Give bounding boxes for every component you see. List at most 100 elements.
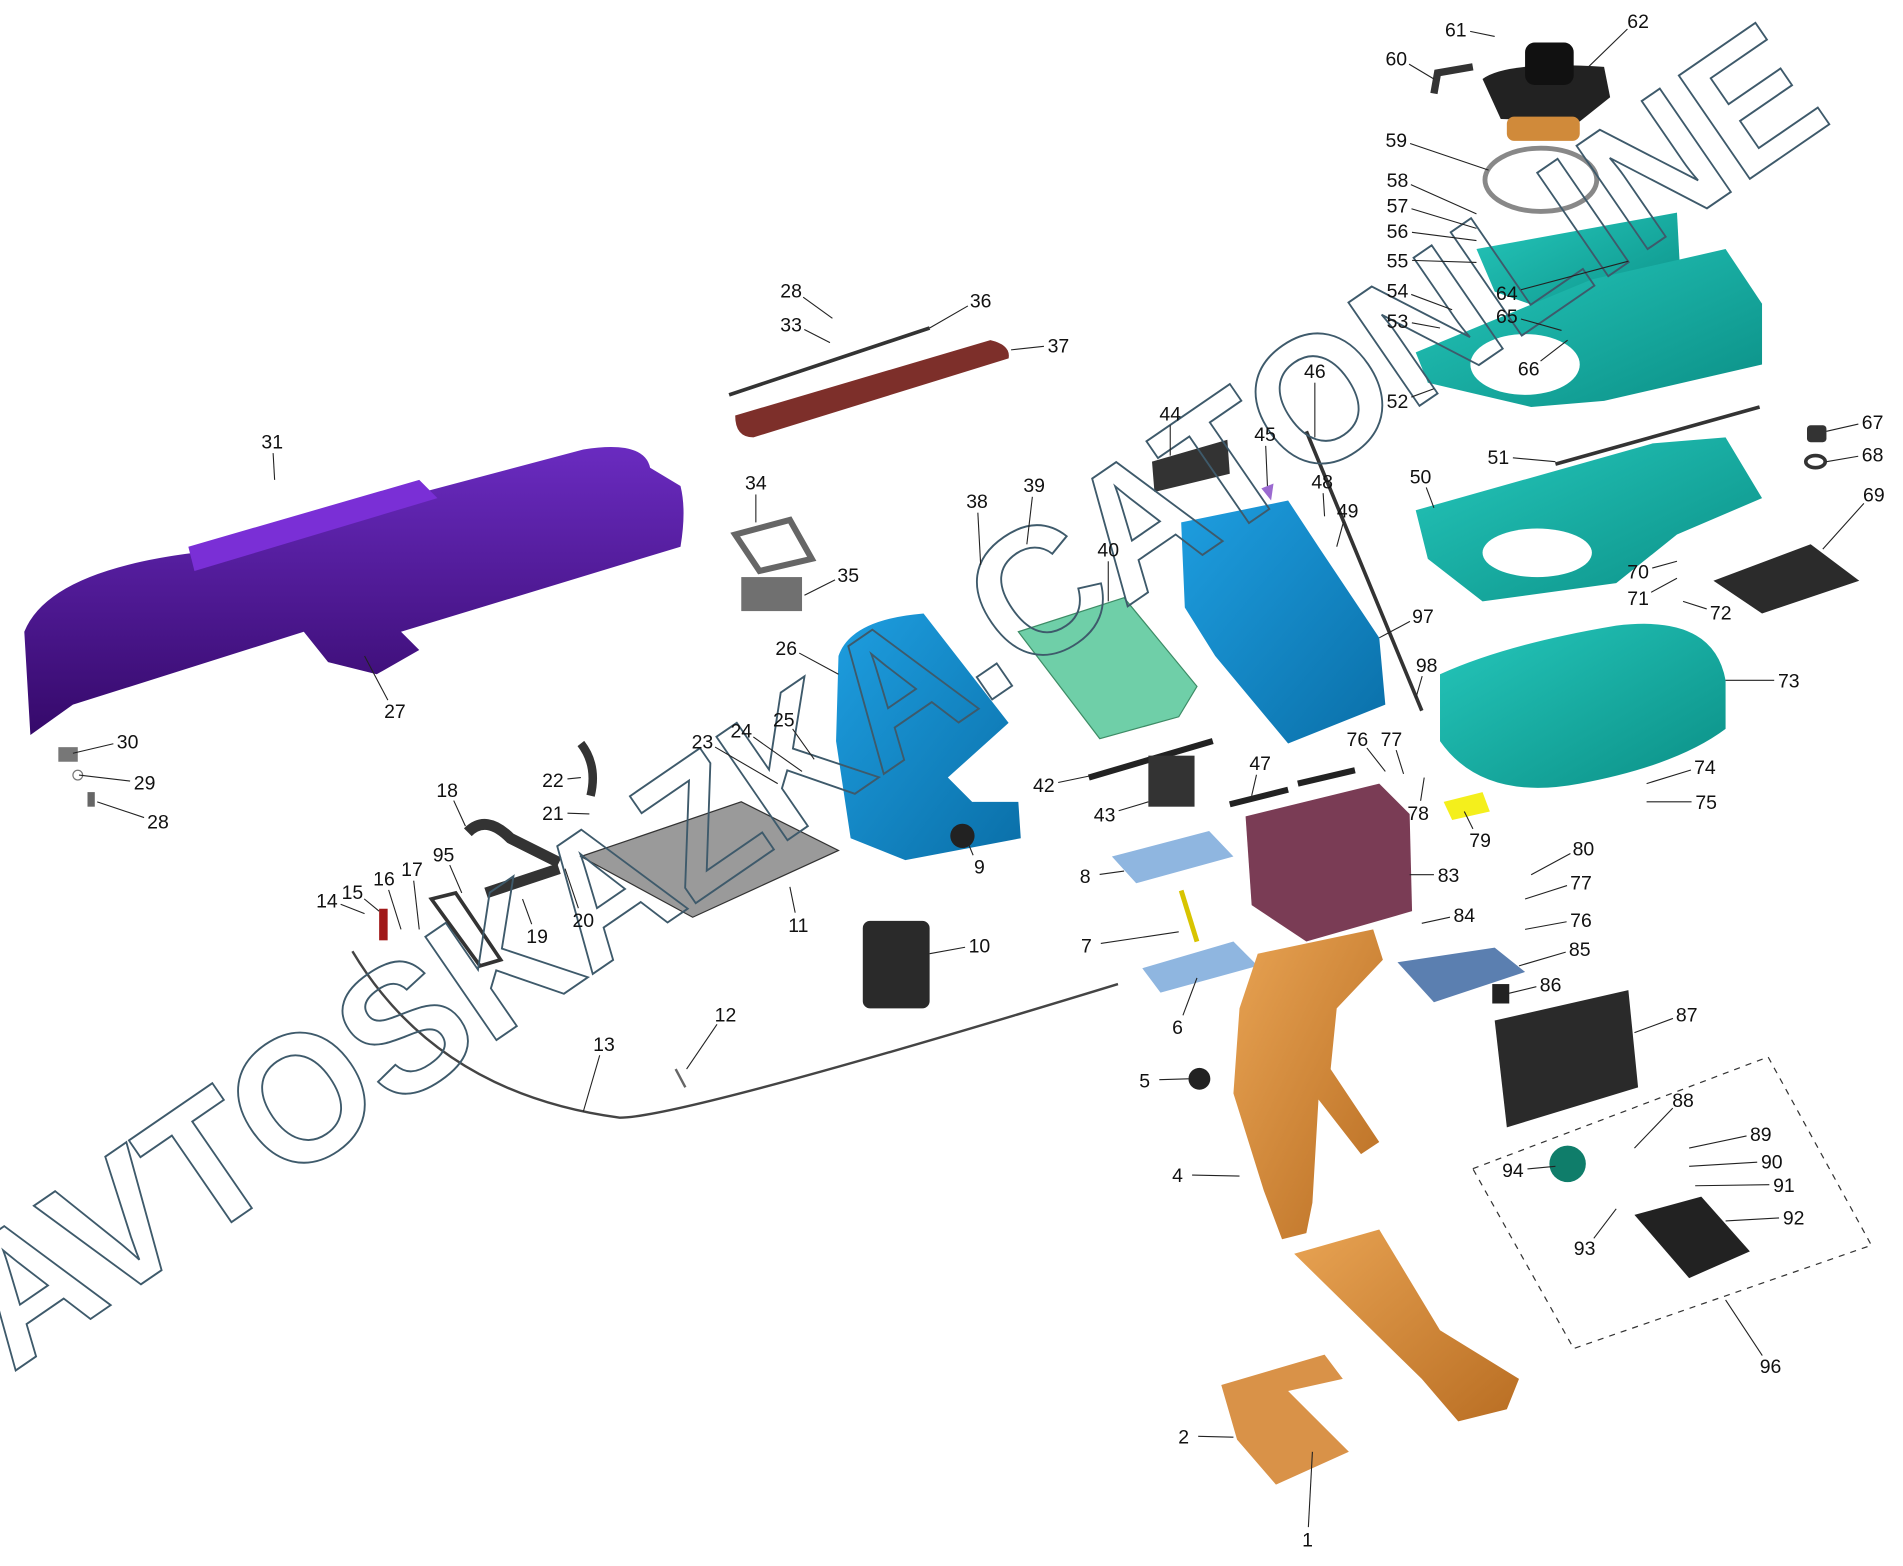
callout-number: 29 [134, 773, 156, 795]
leader-line [1395, 749, 1405, 775]
leader-line [1725, 1217, 1780, 1222]
part-knob [1549, 1145, 1586, 1183]
leader-line [1682, 600, 1707, 610]
callout-number: 7 [1081, 935, 1092, 957]
callout-number: 34 [745, 473, 767, 495]
callout-42: 42 [1033, 774, 1094, 797]
leader-line [1463, 811, 1474, 830]
callout-13: 13 [582, 1034, 615, 1112]
part-floor-plate [1221, 1354, 1349, 1485]
callout-54: 54 [1387, 281, 1453, 311]
callout-number: 98 [1416, 655, 1438, 677]
part-plate-lower [1142, 941, 1258, 993]
leader-line [413, 880, 420, 930]
callout-7: 7 [1081, 931, 1179, 957]
callout-34: 34 [745, 473, 767, 523]
callout-number: 45 [1254, 424, 1276, 446]
callout-66: 66 [1518, 339, 1568, 380]
leader-line [1100, 931, 1179, 944]
leader-line [1411, 293, 1453, 311]
leader-line [1411, 231, 1477, 242]
callout-number: 49 [1337, 501, 1359, 523]
part-bracket [730, 516, 817, 575]
callout-4: 4 [1172, 1165, 1240, 1187]
leader-line [1307, 1451, 1313, 1528]
callout-number: 43 [1094, 804, 1116, 826]
callout-number: 96 [1760, 1356, 1782, 1378]
callout-number: 91 [1773, 1175, 1795, 1197]
part-lower-duct [1294, 1229, 1519, 1422]
leader-line [804, 579, 836, 596]
callout-number: 94 [1502, 1160, 1524, 1182]
callout-number: 18 [436, 780, 458, 802]
callout-53: 53 [1387, 311, 1441, 333]
leader-line [686, 1024, 718, 1070]
callout-15: 15 [342, 882, 380, 912]
part-blower-fan [1506, 116, 1580, 141]
leader-line [1725, 1299, 1763, 1356]
callout-number: 1 [1302, 1530, 1313, 1552]
callout-number: 10 [969, 935, 991, 957]
callout-61: 61 [1445, 19, 1495, 41]
part-hose [463, 819, 562, 868]
callout-65: 65 [1496, 306, 1562, 331]
callout-number: 11 [788, 915, 808, 937]
callout-9: 9 [965, 838, 985, 879]
callout-number: 6 [1172, 1017, 1183, 1039]
leader-line [1652, 560, 1678, 569]
leader-line [1366, 747, 1386, 772]
part-hose-3 [577, 740, 597, 797]
callout-number: 74 [1694, 757, 1716, 779]
callout-number: 13 [593, 1034, 615, 1056]
callout-number: 66 [1518, 358, 1540, 380]
leader-line [1512, 457, 1556, 463]
leader-line [453, 800, 466, 827]
leader-line [1524, 885, 1568, 900]
callout-8: 8 [1080, 866, 1125, 888]
leader-line [1118, 801, 1149, 812]
callout-number: 52 [1387, 391, 1409, 413]
group-boundary-96 [1471, 1056, 1873, 1350]
part-grommet-5 [1188, 1067, 1211, 1090]
leader-line [1322, 493, 1326, 517]
callout-24: 24 [730, 720, 803, 772]
leader-line [714, 746, 779, 785]
callout-number: 61 [1445, 19, 1467, 41]
leader-line [792, 728, 815, 760]
callout-68: 68 [1826, 445, 1883, 467]
callout-91: 91 [1695, 1175, 1795, 1197]
part-dash-panel-top [188, 479, 438, 572]
leader-line [564, 868, 579, 909]
callout-number: 36 [970, 290, 992, 312]
callout-number: 68 [1862, 445, 1884, 467]
callout-number: 67 [1862, 412, 1884, 434]
part-spring [1178, 889, 1200, 943]
callout-25: 25 [773, 710, 815, 760]
part-blower-opening [1470, 334, 1580, 395]
leader-line [804, 329, 831, 344]
callout-73: 73 [1725, 671, 1800, 693]
callout-5: 5 [1139, 1070, 1189, 1092]
leader-line [789, 886, 796, 913]
callout-48: 48 [1311, 471, 1333, 517]
callout-number: 31 [261, 431, 283, 453]
callout-79: 79 [1463, 811, 1491, 852]
callout-76: 76 [1347, 729, 1386, 772]
callout-35: 35 [804, 565, 859, 596]
part-twin-vent [1494, 990, 1639, 1128]
leader-line [798, 652, 839, 675]
callout-number: 85 [1569, 939, 1591, 961]
leader-line [1527, 1165, 1556, 1170]
part-cable [351, 950, 1119, 1119]
callout-number: 77 [1381, 729, 1403, 751]
callout-number: 57 [1387, 196, 1409, 218]
callout-number: 48 [1311, 471, 1333, 493]
part-seal-plate [1152, 439, 1230, 493]
part-blower-motor-top [1525, 42, 1574, 86]
leader-line [272, 453, 276, 480]
callout-56: 56 [1387, 221, 1477, 243]
callout-44: 44 [1159, 403, 1181, 456]
callout-number: 46 [1304, 361, 1326, 383]
part-gasket [428, 890, 504, 968]
callout-43: 43 [1094, 801, 1149, 826]
